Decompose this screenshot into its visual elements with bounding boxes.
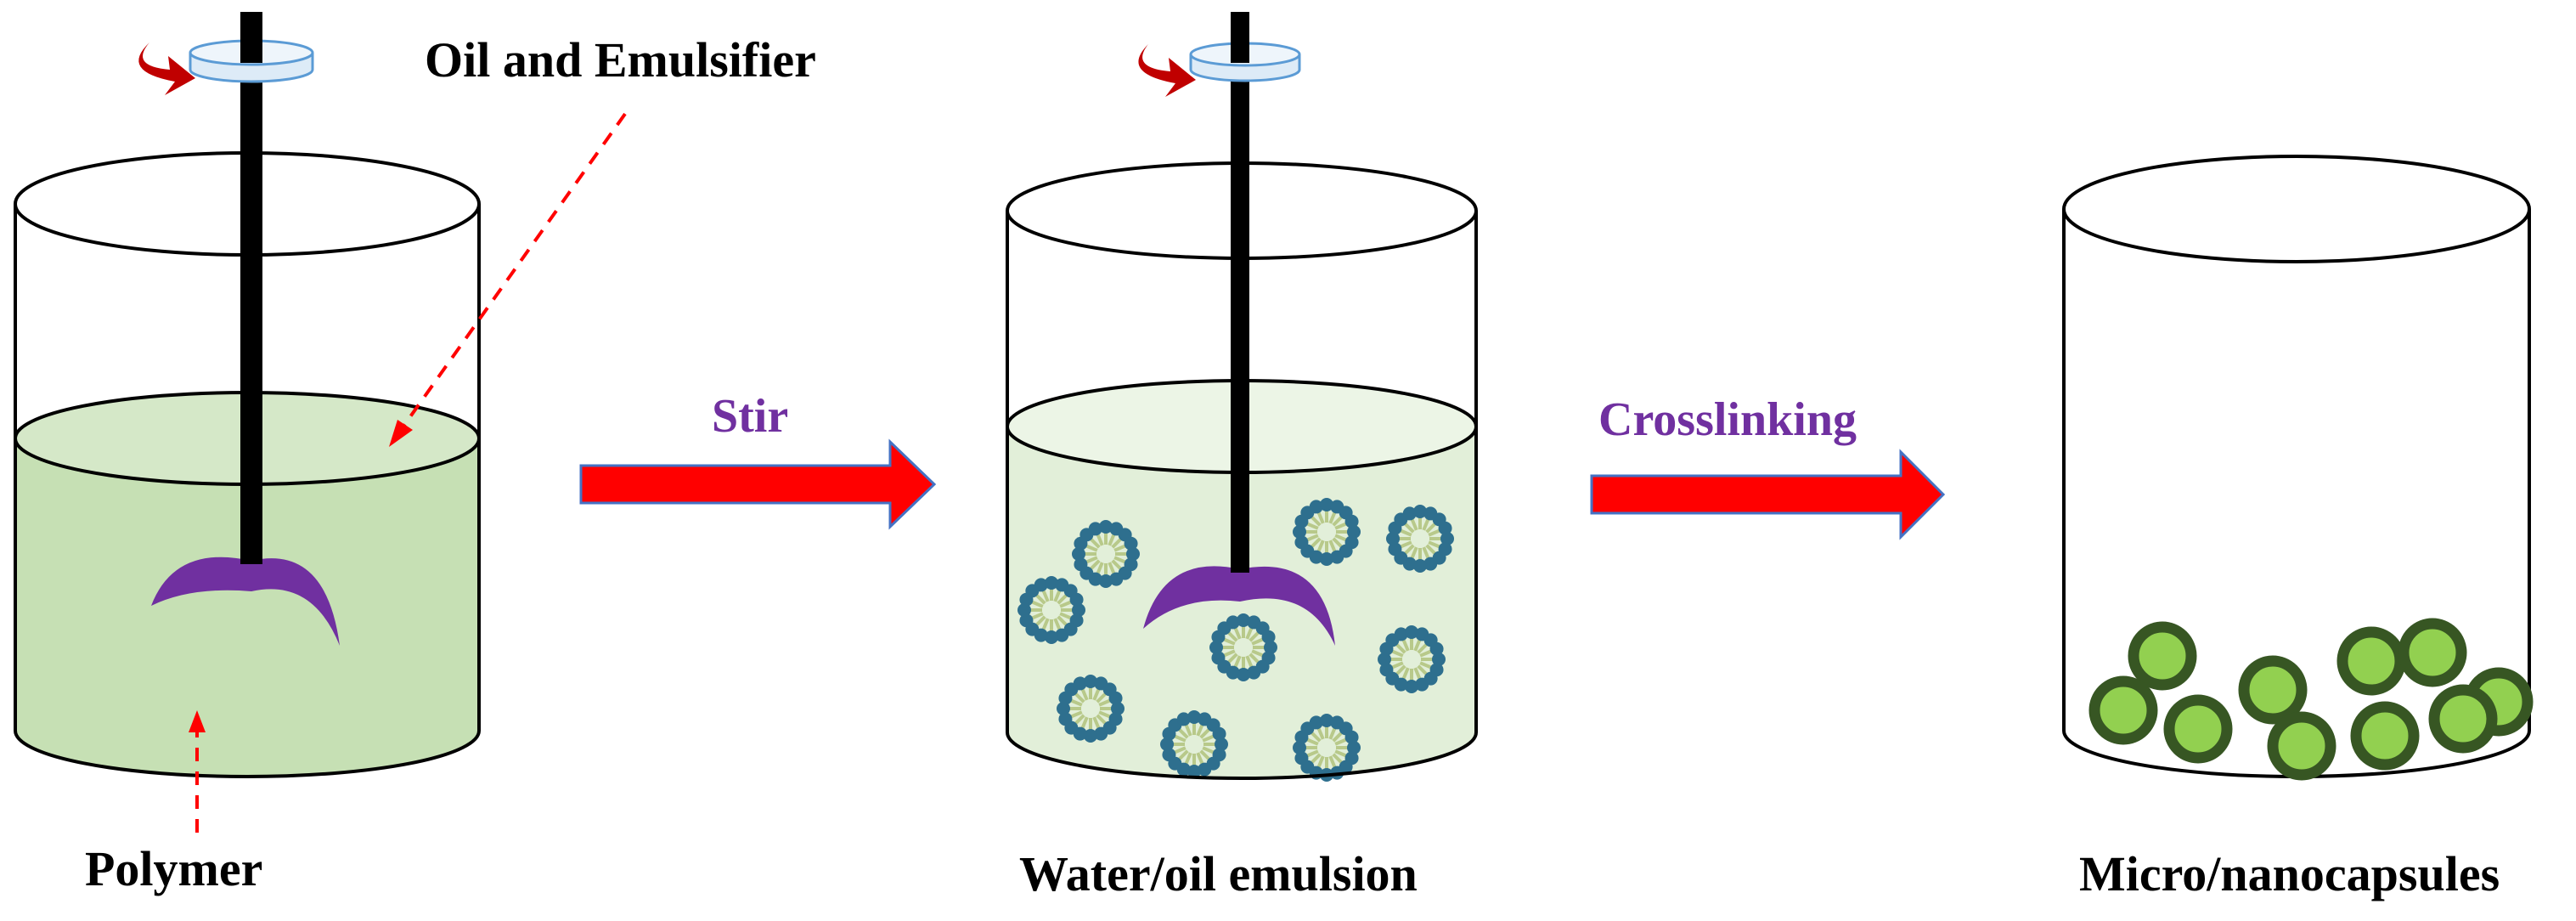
capsule [2336, 626, 2406, 696]
capsule [2398, 618, 2467, 687]
emulsion-liquid [1007, 427, 1476, 778]
rotation-arrow-icon [1138, 44, 1196, 97]
micelle [1384, 503, 1456, 574]
stirrer-2 [1138, 12, 1335, 646]
capsule [2350, 701, 2420, 771]
impeller-blade [151, 557, 340, 646]
beaker-wall [14, 204, 481, 778]
beaker-polymer [14, 151, 481, 778]
micelle [1291, 496, 1362, 568]
stirrer-shaft [240, 12, 262, 564]
impeller-blade [1143, 566, 1335, 646]
micelle [1158, 709, 1230, 780]
polymer-label: Polymer [85, 841, 262, 896]
capsule [2163, 694, 2233, 764]
micro-nanocapsules-label: Micro/nanocapsules [2079, 846, 2500, 901]
capsule [2267, 711, 2336, 781]
beaker-capsules [2062, 155, 2534, 781]
micelle [1376, 624, 1447, 695]
crosslinking-label: Crosslinking [1598, 393, 1857, 446]
stir-label: Stir [712, 390, 788, 443]
micelle [1016, 574, 1087, 646]
micelle [1291, 712, 1362, 783]
stir-arrow [579, 438, 937, 530]
beaker-wall [1006, 211, 1478, 780]
micelle [1070, 518, 1141, 590]
oil-emulsifier-label: Oil and Emulsifier [425, 32, 816, 88]
polymer-liquid [15, 438, 479, 777]
capsule [2128, 621, 2197, 691]
stirrer-1 [138, 12, 340, 646]
micelle [1055, 673, 1126, 744]
oil-emulsifier-pointer [389, 112, 627, 447]
crosslinking-arrow [1590, 449, 1946, 540]
capsule [2088, 675, 2158, 745]
beaker-rim [2062, 155, 2531, 263]
capsule [2428, 684, 2498, 754]
rotation-arrow-icon [138, 42, 195, 95]
water-oil-emulsion-label: Water/oil emulsion [1019, 846, 1418, 901]
capsule [2238, 655, 2308, 725]
stirrer-shaft [1231, 12, 1249, 573]
capsule-group [2088, 618, 2534, 781]
polymer-pointer [189, 710, 206, 833]
micelle [1208, 612, 1279, 683]
